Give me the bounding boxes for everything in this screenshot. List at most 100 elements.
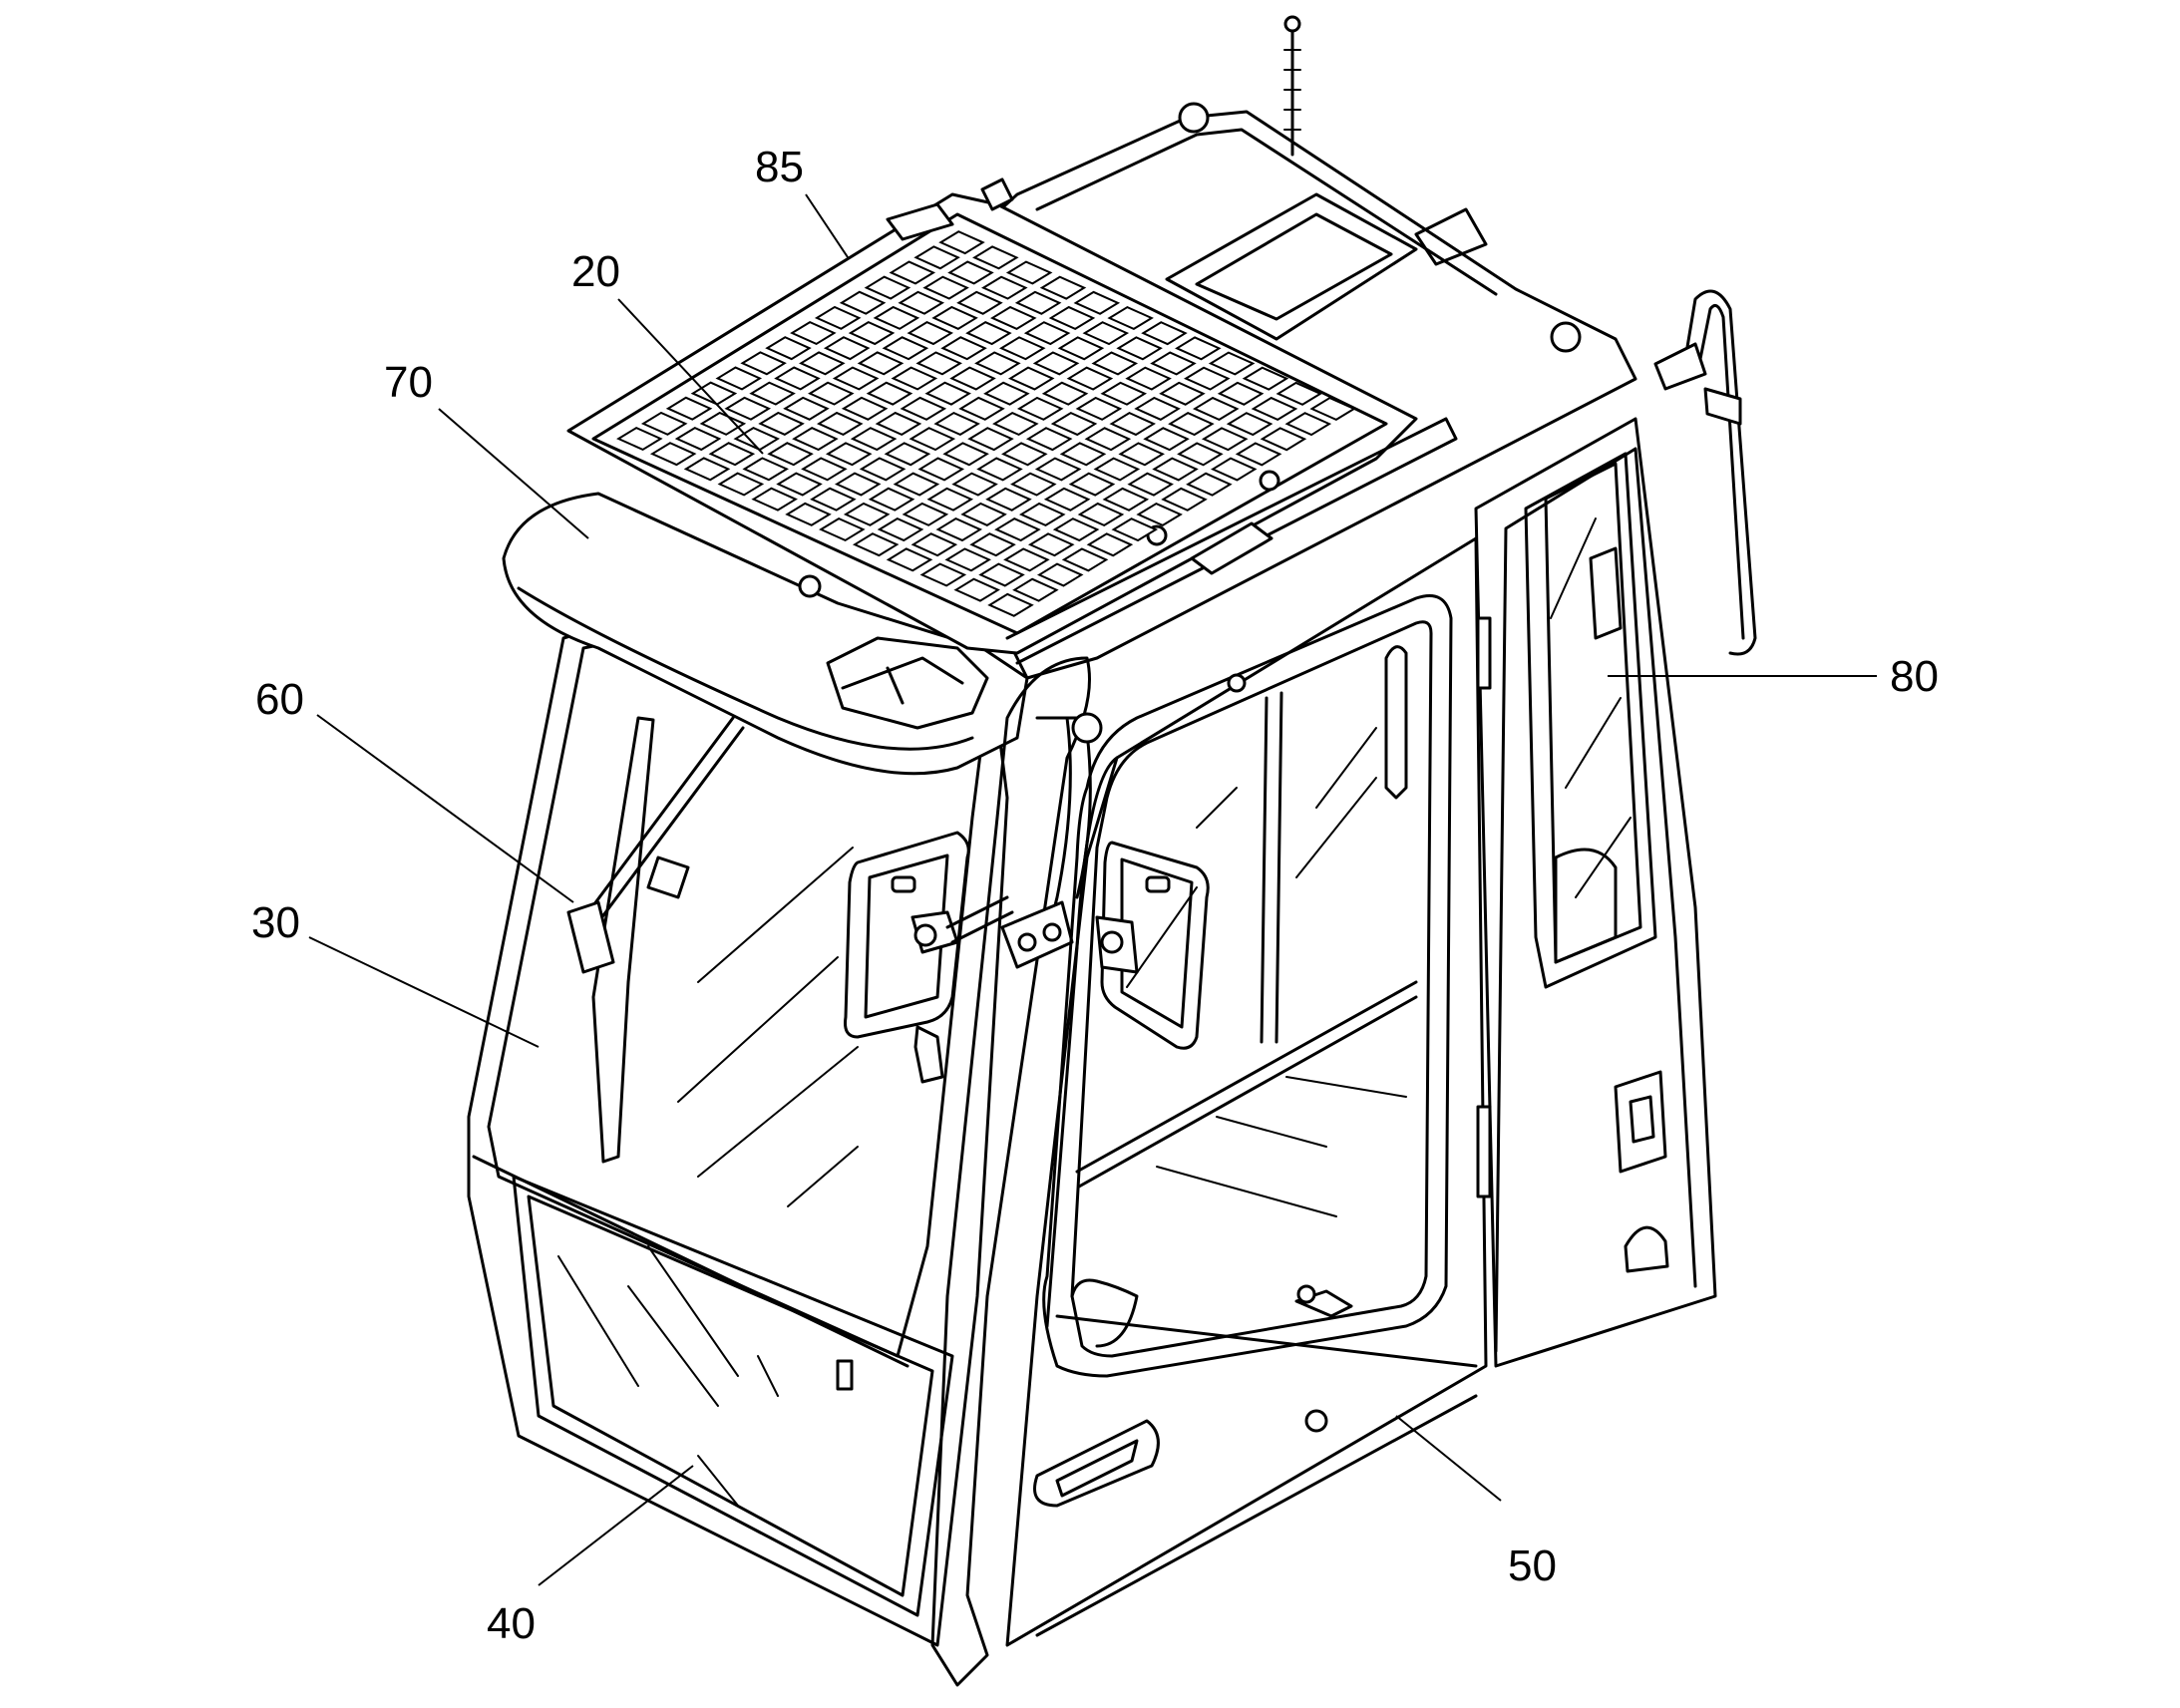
mesh-opening [1150, 351, 1197, 376]
mesh-opening [1014, 290, 1062, 315]
mesh-opening [699, 411, 747, 436]
mesh-opening [749, 381, 796, 406]
leader-30 [308, 936, 540, 1048]
mesh-opening [1005, 260, 1053, 285]
mesh-opening [1159, 381, 1206, 406]
leader-40 [538, 1465, 694, 1586]
mesh-opening [1111, 517, 1159, 542]
mesh-opening [1152, 457, 1199, 482]
ref-label-85: 85 [755, 143, 804, 191]
mesh-opening [819, 516, 866, 542]
mesh-opening [931, 305, 978, 330]
mesh-opening [967, 427, 1014, 452]
mesh-opening [944, 547, 991, 572]
mesh-opening [1010, 472, 1057, 497]
ref-label-20: 20 [571, 247, 620, 296]
mesh-opening [965, 321, 1012, 346]
mesh-opening [1025, 427, 1073, 452]
mesh-opening [926, 487, 974, 512]
mesh-opening [983, 381, 1030, 406]
mesh-opening [1134, 396, 1181, 421]
mesh-opening [1036, 562, 1084, 587]
mesh-opening [1242, 366, 1289, 391]
leader-50 [1395, 1415, 1502, 1502]
mesh-opening [616, 426, 663, 452]
mesh-opening [915, 351, 962, 376]
mesh-opening [1186, 472, 1233, 497]
mesh-opening [740, 351, 787, 376]
mesh-opening [1084, 427, 1132, 452]
cab-door [1005, 536, 1488, 1647]
mesh-opening [783, 396, 830, 421]
leader-20 [617, 298, 764, 455]
mesh-opening [877, 516, 924, 542]
mesh-opening [1116, 336, 1163, 361]
lower-front-glass [512, 1175, 954, 1617]
side-panel [1474, 417, 1717, 1368]
mesh-opening [859, 457, 907, 482]
right-mirror [1000, 841, 1210, 1050]
mesh-opening [1235, 442, 1282, 467]
mesh-opening [908, 427, 956, 452]
reference-labels: 85 20 70 60 30 80 40 50 [251, 143, 1939, 1648]
mesh-opening [1086, 532, 1134, 557]
mesh-opening [674, 426, 722, 452]
mesh-opening [817, 411, 864, 436]
mesh-opening [1043, 487, 1091, 512]
mesh-opening [985, 487, 1032, 512]
mesh-opening [1093, 457, 1141, 482]
mesh-opening [1217, 381, 1265, 406]
mesh-opening [843, 502, 891, 526]
mesh-opening [801, 457, 848, 482]
mesh-opening [1003, 547, 1050, 572]
mesh-opening [1027, 532, 1075, 557]
mesh-opening [978, 562, 1025, 587]
mesh-opening [1161, 487, 1208, 512]
mesh-opening [850, 427, 898, 452]
mesh-opening [1012, 577, 1059, 602]
mesh-opening [834, 472, 882, 497]
mesh-opening [976, 457, 1023, 482]
mesh-opening [1175, 336, 1222, 361]
mesh-opening [1193, 396, 1240, 421]
mesh-opening [992, 411, 1039, 437]
mesh-opening [1143, 427, 1190, 452]
mesh-opening [1125, 366, 1172, 391]
mesh-opening [1309, 396, 1356, 422]
mesh-opening [981, 275, 1028, 300]
mesh-opening [1102, 487, 1150, 512]
mesh-opening [942, 442, 989, 467]
mesh-opening [1082, 321, 1130, 346]
mesh-opening [902, 502, 949, 526]
mesh-opening [864, 275, 911, 300]
mesh-opening [917, 457, 965, 482]
mesh-opening [1075, 396, 1123, 421]
mesh-opening [839, 290, 887, 315]
mesh-opening [1184, 366, 1231, 391]
mesh-opening [994, 517, 1041, 542]
wiper [566, 716, 745, 1164]
mesh-opening [825, 442, 873, 467]
mesh-opening [949, 366, 996, 391]
mesh-opening [922, 275, 969, 300]
mesh-opening [1141, 321, 1188, 346]
mesh-opening [884, 442, 931, 467]
mesh-opening [913, 245, 960, 270]
ref-label-50: 50 [1508, 1541, 1557, 1590]
mesh-opening [924, 381, 971, 406]
mesh-opening [751, 487, 798, 512]
mesh-opening [938, 230, 985, 255]
mesh-opening [832, 366, 880, 391]
mesh-opening [683, 457, 731, 482]
mesh-opening [1177, 442, 1224, 467]
mesh-opening [1041, 381, 1089, 406]
mesh-opening [1001, 442, 1048, 467]
mesh-opening [1073, 290, 1121, 315]
mesh-opening [785, 502, 832, 526]
mesh-opening [1091, 351, 1139, 376]
mesh-opening [1109, 412, 1156, 437]
mesh-opening [823, 336, 871, 361]
mesh-opening [852, 532, 900, 557]
mesh-opening [987, 592, 1034, 617]
